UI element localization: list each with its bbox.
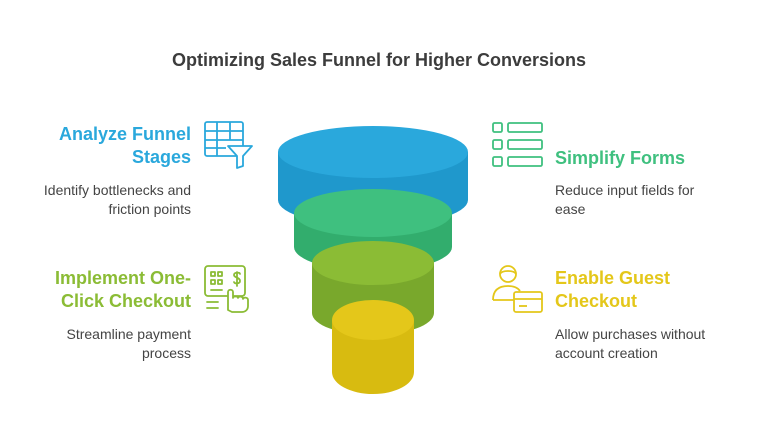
table-filter-icon: [204, 121, 253, 169]
guest-card-icon: [492, 265, 543, 313]
step-title-guest: Enable Guest Checkout: [555, 268, 671, 311]
diagram-title: Optimizing Sales Funnel for Higher Conve…: [171, 50, 587, 70]
form-fields-icon: [492, 122, 543, 167]
funnel-layer-yellow: [332, 300, 414, 394]
step-description-simplify: Reduce input fields for ease: [555, 182, 695, 217]
step-description-one-click: Streamline payment process: [66, 326, 191, 361]
step-description-analyze: Identify bottlenecks and friction points: [43, 182, 191, 217]
step-description-guest: Allow purchases without account creation: [555, 326, 706, 361]
step-title-simplify: Simplify Forms: [555, 148, 686, 168]
payment-click-icon: [204, 265, 249, 313]
step-title-analyze: Analyze Funnel Stages: [58, 124, 191, 167]
step-title-one-click: Implement One-Click Checkout: [54, 268, 191, 311]
